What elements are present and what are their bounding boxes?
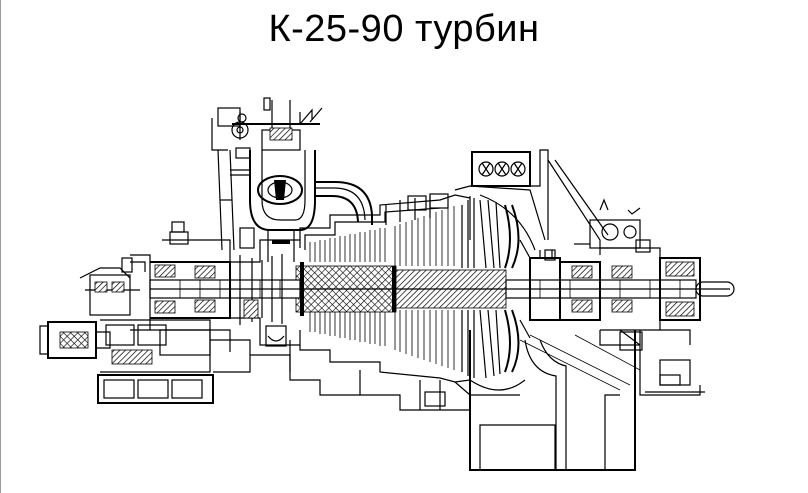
casing-details xyxy=(243,239,531,347)
steam-pipe-loop xyxy=(315,181,373,225)
blade-stages-lower xyxy=(309,309,520,379)
oil-pump xyxy=(39,321,111,359)
turning-gear xyxy=(574,198,651,253)
rear-bearing-housing xyxy=(529,247,701,351)
left-border-line xyxy=(0,0,1,493)
governor-linkage xyxy=(211,107,255,251)
page-title: К-25-90 турбин xyxy=(268,8,540,50)
exhaust-hood xyxy=(469,329,705,471)
rotor xyxy=(149,262,735,316)
casing-upper xyxy=(299,193,471,250)
front-pedestal xyxy=(79,257,291,404)
blade-stages-upper xyxy=(309,198,520,269)
upper-casing xyxy=(454,149,609,255)
steam-valve-chest xyxy=(232,97,323,262)
casing-lower xyxy=(289,330,526,411)
